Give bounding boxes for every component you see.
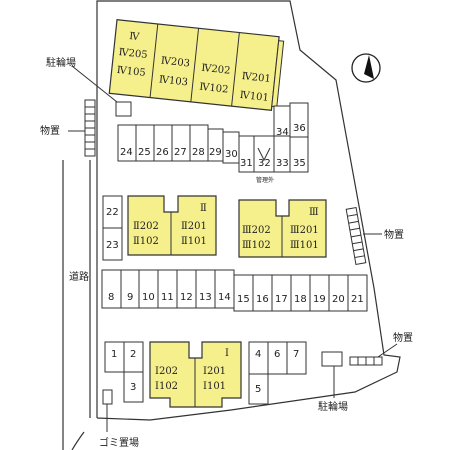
parking-25: 25 (138, 147, 151, 158)
parking-15: 15 (237, 294, 250, 305)
unit-i201: Ⅰ201 (203, 366, 226, 377)
storage-se (349, 356, 383, 366)
unit-i102: Ⅰ102 (155, 381, 178, 392)
parking-7: 7 (293, 349, 299, 360)
parking-34: 34 (276, 127, 289, 138)
parking-35: 35 (293, 158, 306, 169)
parking-18: 18 (294, 294, 307, 305)
road-label: 道路 (69, 270, 89, 283)
parking-22: 22 (106, 207, 119, 218)
parking-10: 10 (142, 292, 155, 303)
parking-24: 24 (120, 147, 133, 158)
building-iii: Ⅲ Ⅲ202 Ⅲ102 Ⅲ201 Ⅲ101 (238, 199, 327, 258)
parking-20: 20 (332, 294, 345, 305)
parking-36: 36 (293, 123, 306, 134)
parking-19: 19 (313, 294, 326, 305)
parking-3: 3 (130, 382, 136, 393)
parking-9: 9 (127, 292, 133, 303)
parking-33: 33 (276, 158, 289, 169)
building-i: Ⅰ Ⅰ202 Ⅰ102 Ⅰ201 Ⅰ101 (149, 341, 242, 408)
unit-iv203: Ⅳ203 (160, 56, 190, 70)
unit-iv202: Ⅳ202 (201, 63, 231, 77)
parking-14: 14 (218, 292, 231, 303)
bicycle-parking-se (321, 351, 343, 367)
storage-e-label: 物置 (384, 228, 404, 241)
parking-28: 28 (192, 147, 205, 158)
north-arrow-icon (351, 53, 381, 83)
parking-13: 13 (199, 292, 212, 303)
parking-left (102, 195, 123, 261)
management-label: 管理外 (256, 176, 274, 184)
unit-iv105: Ⅳ105 (116, 65, 146, 79)
parking-26: 26 (156, 147, 169, 158)
storage-w-label: 物置 (40, 124, 60, 137)
parking-6: 6 (274, 349, 280, 360)
building-iii-label: Ⅲ (309, 207, 319, 218)
parking-21: 21 (351, 294, 364, 305)
garbage-station-label: ゴミ置場 (99, 436, 139, 449)
parking-top (117, 102, 309, 173)
parking-bottom-left (104, 341, 144, 403)
building-ii-label: Ⅱ (200, 203, 207, 214)
unit-iii201: Ⅲ201 (290, 225, 319, 236)
parking-31: 31 (240, 158, 253, 169)
building-iv-label: Ⅳ (129, 31, 141, 43)
parking-2: 2 (130, 349, 136, 360)
unit-ii201: Ⅱ201 (181, 221, 207, 232)
unit-iv103: Ⅳ103 (158, 74, 188, 88)
parking-23: 23 (106, 240, 119, 251)
parking-5: 5 (255, 384, 261, 395)
garbage-station (102, 389, 113, 405)
unit-iii102: Ⅲ102 (242, 240, 271, 251)
road-curve (71, 431, 85, 450)
parking-bottom-right (248, 341, 307, 405)
property-boundary (96, 0, 401, 421)
unit-ii102: Ⅱ102 (133, 236, 159, 247)
storage-se-label: 物置 (393, 331, 413, 344)
unit-ii101: Ⅱ101 (181, 236, 207, 247)
parking-11: 11 (161, 292, 174, 303)
parking-12: 12 (180, 292, 193, 303)
parking-middle (101, 269, 368, 312)
unit-iv101: Ⅳ101 (239, 90, 269, 104)
parking-30: 30 (225, 149, 238, 160)
parking-29: 29 (209, 147, 222, 158)
building-iv: Ⅳ Ⅳ205 Ⅳ105 Ⅳ203 Ⅳ103 Ⅳ202 Ⅳ102 Ⅳ201 Ⅳ10… (108, 19, 285, 111)
unit-i101: Ⅰ101 (203, 381, 226, 392)
building-i-label: Ⅰ (225, 348, 229, 359)
unit-ii202: Ⅱ202 (133, 221, 159, 232)
unit-iii101: Ⅲ101 (290, 240, 319, 251)
unit-iii202: Ⅲ202 (242, 225, 271, 236)
unit-iv201: Ⅳ201 (241, 71, 271, 85)
parking-16: 16 (256, 294, 269, 305)
bicycle-parking-nw-label: 駐輪場 (46, 56, 76, 69)
unit-iv102: Ⅳ102 (199, 82, 229, 96)
unit-iv205: Ⅳ205 (118, 47, 148, 61)
parking-8: 8 (108, 292, 114, 303)
bicycle-parking-se-label: 駐輪場 (318, 400, 348, 413)
building-ii: Ⅱ Ⅱ202 Ⅱ102 Ⅱ201 Ⅱ101 (127, 195, 217, 256)
parking-1: 1 (111, 349, 117, 360)
parking-4: 4 (255, 349, 261, 360)
parking-17: 17 (275, 294, 288, 305)
unit-i202: Ⅰ202 (155, 366, 178, 377)
bicycle-parking-nw (115, 101, 132, 117)
parking-27: 27 (174, 147, 187, 158)
storage-e (345, 206, 367, 266)
parking-32: 32 (258, 158, 271, 169)
